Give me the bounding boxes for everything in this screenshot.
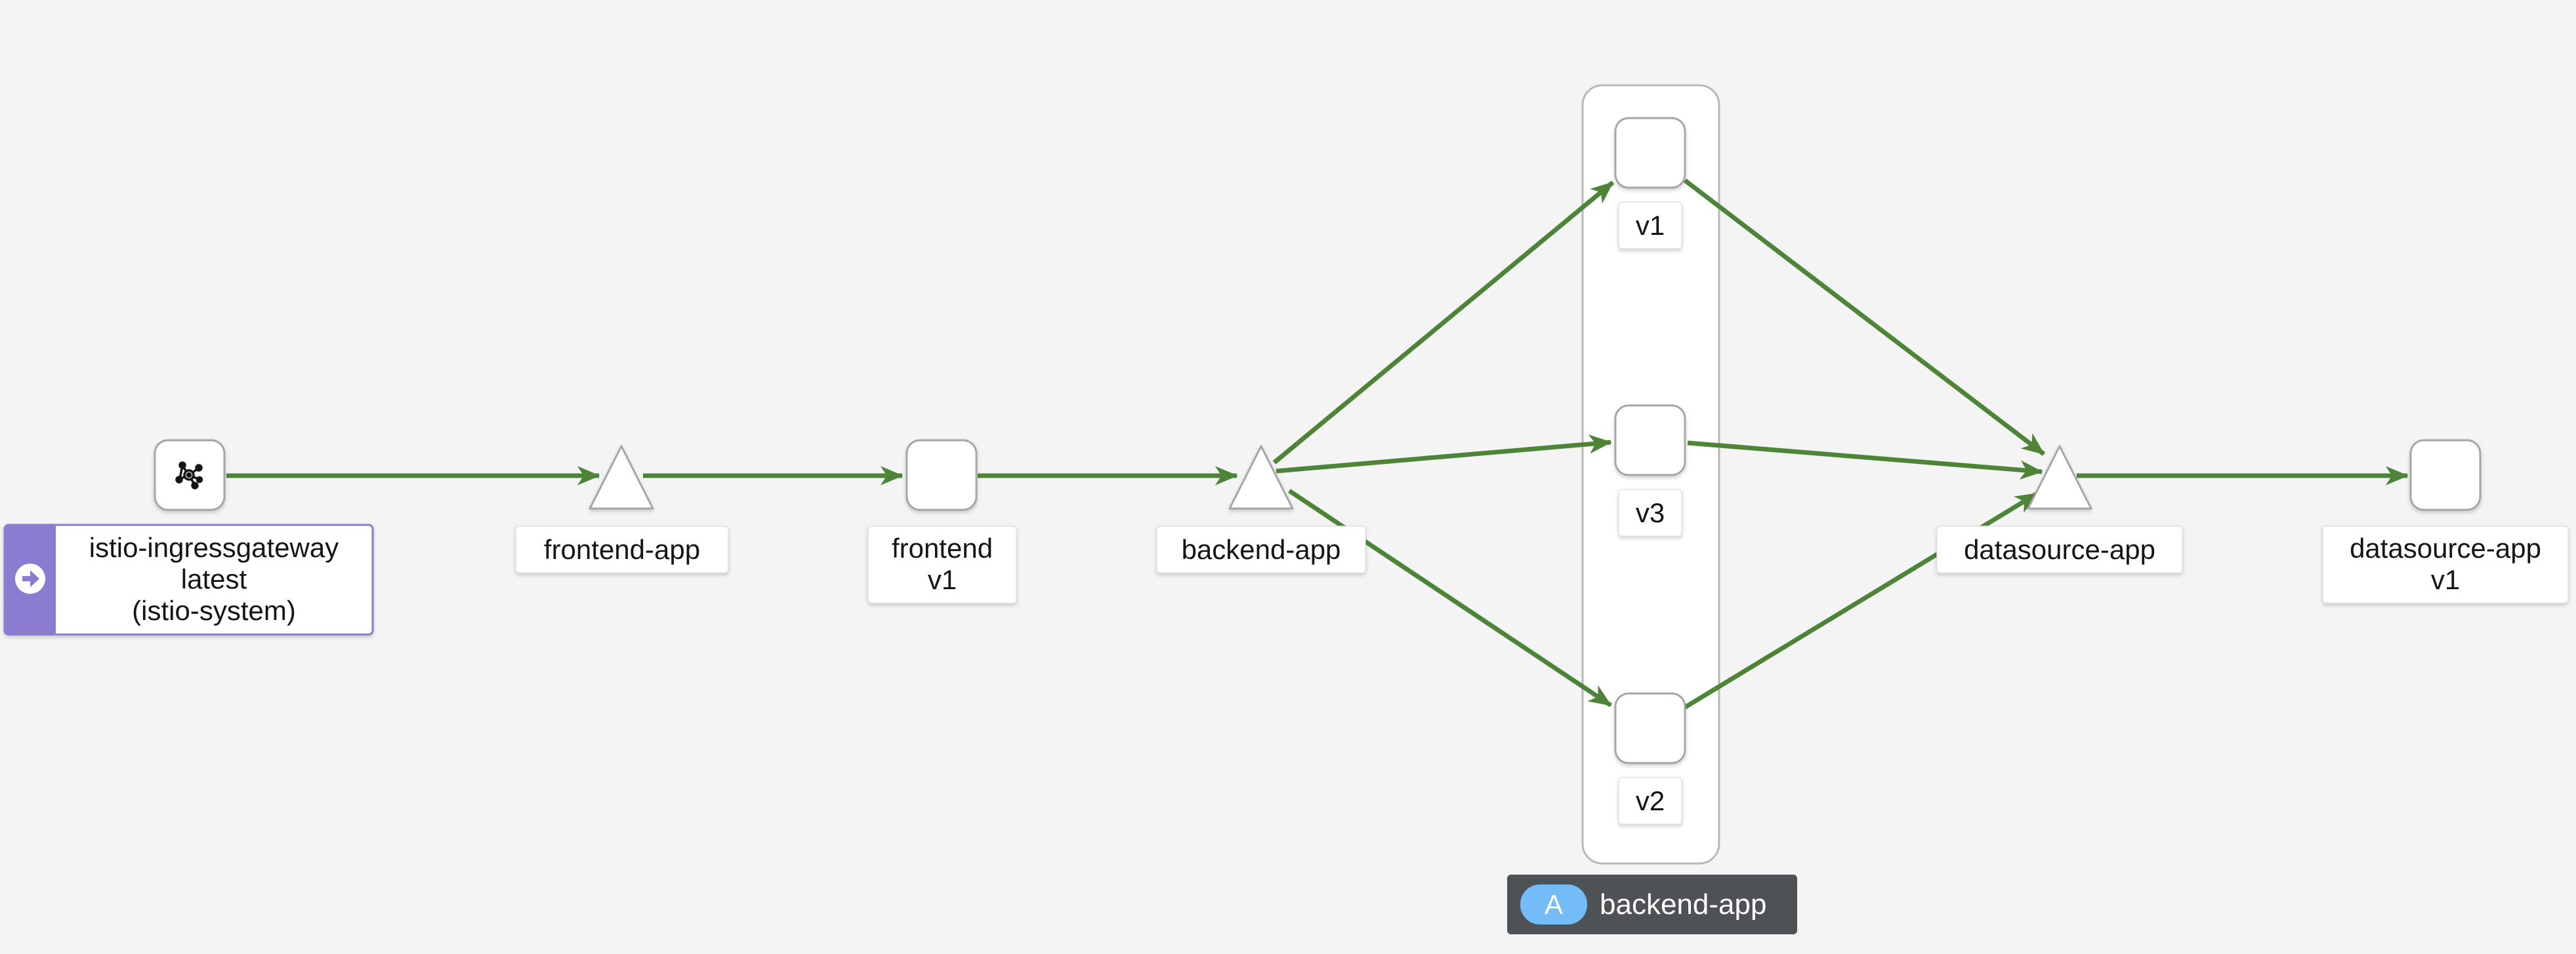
svg-text:v1: v1 [928, 564, 957, 595]
ingress-label-name: istio-ingressgateway [89, 532, 339, 563]
edges [226, 178, 2409, 709]
edge-v2-to-datasource-app[interactable] [1684, 491, 2039, 709]
svg-text:datasource-app: datasource-app [2350, 533, 2541, 564]
label-frontend-v1: frontend v1 [867, 526, 1017, 604]
mesh-network-icon [175, 461, 203, 489]
edge-backend-app-to-v2[interactable] [1288, 489, 1612, 707]
svg-text:frontend: frontend [892, 533, 993, 564]
label-backend-v3: v3 [1618, 489, 1682, 537]
app-badge-letter: A [1545, 889, 1563, 920]
node-frontend-app-service[interactable] [589, 445, 654, 510]
edge-backend-app-to-v1[interactable] [1272, 180, 1615, 465]
label-frontend-app: frontend-app [515, 526, 729, 573]
edge-backend-app-to-v3[interactable] [1276, 434, 1612, 474]
svg-text:v3: v3 [1636, 497, 1665, 528]
edge-v1-to-datasource-app[interactable] [1683, 178, 2046, 456]
svg-text:v1: v1 [2431, 564, 2460, 595]
arrow-right-circle-icon [15, 564, 45, 594]
label-datasource-app: datasource-app [1936, 526, 2183, 573]
app-group-label: backend-app [1600, 888, 1766, 921]
node-backend-v1-workload[interactable] [1614, 117, 1686, 189]
node-frontend-v1-workload[interactable] [905, 439, 978, 511]
svg-text:frontend-app: frontend-app [544, 534, 700, 565]
edge-v3-to-datasource-app[interactable] [1687, 440, 2043, 480]
node-backend-v2-workload[interactable] [1614, 692, 1686, 764]
node-backend-v3-workload[interactable] [1614, 404, 1686, 476]
ingress-label-version: latest [181, 564, 247, 594]
app-badge-pill [1520, 884, 1587, 924]
svg-text:v1: v1 [1636, 210, 1665, 241]
label-backend-v1: v1 [1618, 201, 1682, 249]
label-backend-app: backend-app [1156, 526, 1366, 573]
app-group-badge[interactable]: A backend-app [1507, 875, 1797, 934]
svg-text:v2: v2 [1636, 785, 1665, 816]
ingress-label-namespace: (istio-system) [132, 595, 296, 626]
node-datasource-app-service[interactable] [2027, 445, 2092, 510]
svg-text:datasource-app: datasource-app [1964, 534, 2155, 565]
node-datasource-v1-workload[interactable] [2409, 439, 2482, 511]
label-backend-v2: v2 [1618, 777, 1682, 825]
label-datasource-v1: datasource-app v1 [2322, 526, 2569, 604]
node-backend-app-service[interactable] [1228, 445, 1294, 510]
node-istio-ingressgateway[interactable] [154, 439, 226, 511]
label-istio-ingressgateway: istio-ingressgateway latest (istio-syste… [3, 524, 374, 636]
svg-text:backend-app: backend-app [1182, 534, 1341, 565]
